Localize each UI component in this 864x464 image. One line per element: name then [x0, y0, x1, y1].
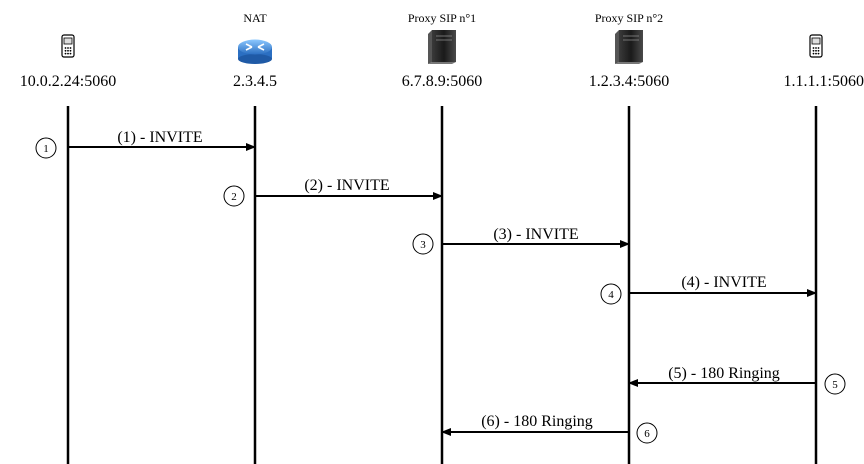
- step-number: 3: [420, 239, 426, 251]
- step-number: 2: [231, 191, 237, 203]
- message-6: (6) - 180 Ringing 6: [441, 413, 658, 444]
- message-label: (1) - INVITE: [117, 129, 202, 146]
- entity-phone-a: 10.0.2.24:5060: [20, 34, 116, 464]
- mobile-phone-icon: [809, 34, 823, 58]
- step-number: 6: [644, 428, 650, 440]
- entity-proxy2: Proxy SIP n°2 1.2.3.4:5060: [589, 11, 669, 464]
- message-4: (4) - INVITE 4: [600, 274, 817, 305]
- message-3: (3) - INVITE 3: [412, 226, 630, 255]
- message-label: (2) - INVITE: [304, 177, 389, 194]
- entity-phone-b: 1.1.1.1:5060: [784, 34, 864, 464]
- entity-nat: NAT 2.3.4.5: [233, 11, 277, 464]
- server-icon: [615, 30, 643, 64]
- step-number: 4: [608, 289, 614, 301]
- step-marker: [600, 283, 622, 305]
- message-label: (6) - 180 Ringing: [481, 413, 593, 430]
- entity-address-nat: 2.3.4.5: [233, 73, 277, 90]
- message-1: (1) - INVITE 1: [35, 129, 256, 159]
- message-label: (5) - 180 Ringing: [668, 365, 780, 382]
- step-number: 5: [832, 379, 838, 391]
- step-marker: [35, 137, 57, 159]
- step-marker: [824, 373, 846, 395]
- entity-title-proxy1: Proxy SIP n°1: [408, 11, 476, 25]
- step-marker: [636, 422, 658, 444]
- entity-address-phone-b: 1.1.1.1:5060: [784, 73, 864, 90]
- entity-title-proxy2: Proxy SIP n°2: [595, 11, 663, 25]
- entity-proxy1: Proxy SIP n°1 6.7.8.9:5060: [402, 11, 482, 464]
- step-marker: [412, 233, 434, 255]
- step-marker: [223, 185, 245, 207]
- message-5: (5) - 180 Ringing 5: [628, 365, 846, 395]
- entity-address-phone-a: 10.0.2.24:5060: [20, 73, 116, 90]
- mobile-phone-icon: [61, 34, 75, 58]
- entity-address-proxy1: 6.7.8.9:5060: [402, 73, 482, 90]
- message-label: (4) - INVITE: [681, 274, 766, 291]
- server-icon: [428, 30, 456, 64]
- message-2: (2) - INVITE 2: [223, 177, 443, 207]
- router-icon: [238, 39, 272, 64]
- step-number: 1: [43, 143, 49, 155]
- entity-address-proxy2: 1.2.3.4:5060: [589, 73, 669, 90]
- entity-title-nat: NAT: [243, 11, 267, 25]
- message-label: (3) - INVITE: [493, 226, 578, 243]
